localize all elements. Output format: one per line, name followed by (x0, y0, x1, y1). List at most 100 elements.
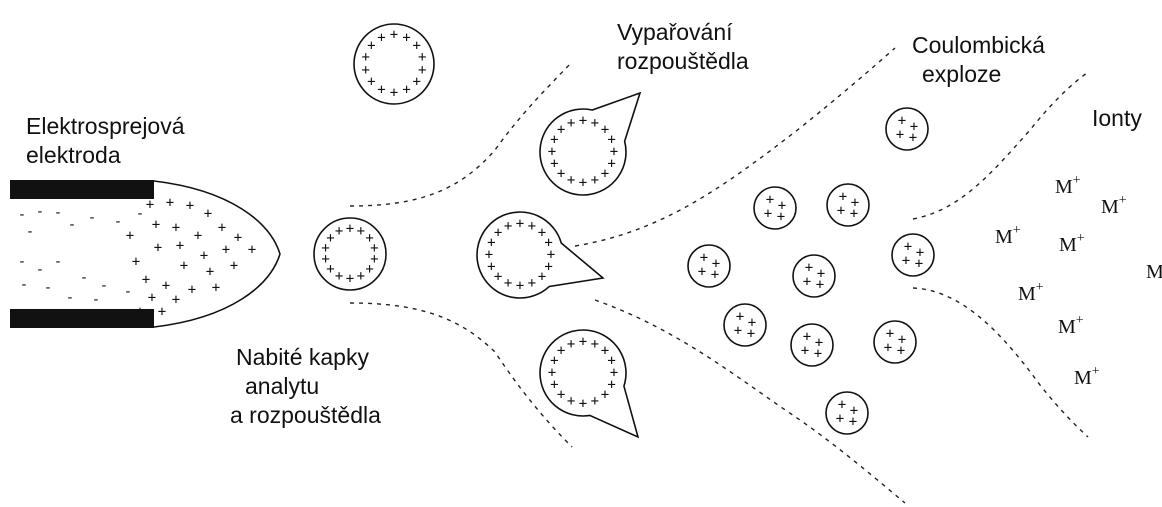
cone-plus-charge: + (142, 272, 150, 288)
cone-plus-charge: + (222, 242, 230, 258)
ion-m-plus: M+ (1055, 173, 1081, 198)
droplet-plus-charge: + (567, 173, 575, 189)
charged-droplet-middle: ++++++++++++++ (314, 218, 386, 290)
charged-droplet-top: ++++++++++++++ (354, 24, 434, 104)
droplet-plus-charge: + (390, 85, 398, 101)
droplet-outline (892, 234, 934, 276)
ion-m-plus: M+ (1074, 364, 1100, 389)
cone-minus-charge: - (80, 270, 88, 286)
droplet-plus-charge: + (516, 278, 524, 294)
plume-boundary-lower-1 (350, 303, 572, 447)
droplet-outline (827, 184, 869, 226)
ion-m-plus: M+ (1101, 193, 1127, 218)
ion-m-plus: M+ (1018, 280, 1044, 305)
droplet-plus-charge: + (377, 82, 385, 98)
cone-minus-charge: - (36, 204, 44, 220)
cone-plus-charge: + (172, 292, 180, 308)
evaporating-droplet-middle: ++++++++++++++++ (477, 212, 603, 298)
cone-plus-charge: + (136, 304, 144, 320)
droplet-plus-charge: + (579, 113, 587, 129)
droplet-plus-charge: + (915, 256, 923, 272)
offspring-droplet: ++++ (874, 321, 916, 363)
droplet-plus-charge: + (402, 82, 410, 98)
cone-plus-charge: + (166, 195, 174, 211)
droplet-plus-charge: + (335, 223, 343, 239)
droplet-plus-charge: + (897, 343, 905, 359)
droplet-plus-charge: + (528, 218, 536, 234)
droplet-plus-charge: + (504, 276, 512, 292)
ion-m-plus: M+ (1058, 313, 1084, 338)
label-charged-droplets-line2: analytu (236, 372, 381, 401)
offspring-droplet: ++++ (892, 234, 934, 276)
droplet-plus-charge: + (567, 394, 575, 410)
cone-plus-charge: + (148, 290, 156, 306)
label-coulomb-explosion: Coulombická exploze (912, 31, 1045, 89)
cone-plus-charge: + (162, 278, 170, 294)
droplet-plus-charge: + (579, 396, 587, 412)
droplet-plus-charge: + (601, 387, 609, 403)
droplet-outline (688, 245, 730, 287)
offspring-droplet: ++++ (754, 187, 796, 229)
cone-plus-charge: + (206, 264, 214, 280)
droplet-plus-charge: + (801, 343, 809, 359)
droplet-plus-charge: + (494, 225, 502, 241)
droplet-plus-charge: + (557, 122, 565, 138)
droplet-plus-charge: + (579, 175, 587, 191)
cone-minus-charge: - (66, 290, 74, 306)
droplet-plus-charge: + (777, 209, 785, 225)
droplet-plus-charge: + (326, 230, 334, 246)
cone-plus-charge: + (126, 228, 134, 244)
label-ions: Ionty (1092, 104, 1142, 133)
droplet-plus-charge: + (747, 326, 755, 342)
droplet-plus-charge: + (591, 173, 599, 189)
droplet-plus-charge: + (884, 340, 892, 356)
droplet-plus-charge: + (390, 27, 398, 43)
cone-plus-charge: + (234, 230, 242, 246)
label-coulomb-explosion-line2: exploze (912, 60, 1045, 89)
cone-plus-charge: + (176, 238, 184, 254)
droplet-plus-charge: + (567, 336, 575, 352)
cone-plus-charge: + (172, 220, 180, 236)
droplet-outline (886, 108, 928, 150)
cone-minus-charge: - (68, 217, 76, 233)
cone-plus-charge: + (194, 228, 202, 244)
droplet-plus-charge: + (591, 115, 599, 131)
droplet-outline (754, 187, 796, 229)
cone-charges: ------------------++++++++++++++++++++++… (18, 195, 256, 320)
label-coulomb-explosion-line1: Coulombická (912, 31, 1045, 60)
droplet-plus-charge: + (698, 264, 706, 280)
droplet-plus-charge: + (591, 336, 599, 352)
offspring-droplet: ++++ (886, 108, 928, 150)
cone-minus-charge: - (20, 277, 28, 293)
droplet-plus-charge: + (601, 166, 609, 182)
cone-plus-charge: + (230, 258, 238, 274)
droplet-plus-charge: + (711, 267, 719, 283)
cone-minus-charge: - (18, 254, 26, 270)
droplet-plus-charge: + (365, 262, 373, 278)
droplet-plus-charge: + (367, 38, 375, 54)
offspring-droplet: ++++ (724, 304, 766, 346)
droplet-plus-charge: + (335, 269, 343, 285)
droplet-outline (826, 392, 868, 434)
cone-plus-charge: + (204, 206, 212, 222)
cone-minus-charge: - (54, 205, 62, 221)
electrode-upper-plate (10, 180, 154, 199)
electrospray-electrode: ------------------++++++++++++++++++++++… (10, 180, 280, 328)
label-evaporation: Vypařování rozpouštědla (617, 18, 749, 76)
droplet-plus-charge: + (591, 394, 599, 410)
droplet-plus-charge: + (504, 218, 512, 234)
offspring-droplet: ++++ (826, 392, 868, 434)
droplet-plus-charge: + (734, 323, 742, 339)
cone-minus-charge: - (88, 210, 96, 226)
cone-plus-charge: + (200, 248, 208, 264)
droplet-plus-charge: + (516, 216, 524, 232)
droplet-plus-charge: + (836, 411, 844, 427)
cone-plus-charge: + (158, 304, 166, 320)
label-electrode-line2: elektroda (26, 141, 185, 170)
droplet-plus-charge: + (816, 277, 824, 293)
droplet-plus-charge: + (557, 343, 565, 359)
cone-plus-charge: + (188, 282, 196, 298)
cone-plus-charge: + (212, 280, 220, 296)
droplet-plus-charge: + (402, 30, 410, 46)
cone-plus-charge: + (154, 240, 162, 256)
